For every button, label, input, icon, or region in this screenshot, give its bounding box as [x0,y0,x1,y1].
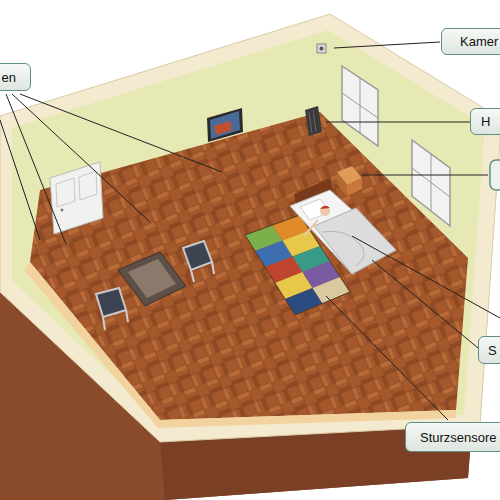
heater [313,110,316,132]
television [207,108,243,142]
leader-lines [352,236,500,318]
callout-box: Kamer [441,28,500,55]
callout-box: Sturzsensore [405,422,500,452]
callout-label: S [488,343,497,358]
window [412,140,450,226]
leader-lines [326,122,470,123]
table-and-chairs [118,252,186,306]
bed [314,208,396,274]
heater [305,106,322,136]
leader-lines [372,260,478,348]
floor [24,112,468,428]
leader-lines [0,42,500,420]
callout-label: H [481,114,490,129]
label-box [490,160,500,190]
leader-lines [20,94,222,172]
nightstand [337,166,362,196]
walls [0,14,500,442]
window [342,66,378,146]
camera [317,44,326,53]
door [61,209,64,212]
leader-lines [326,296,448,420]
door [79,171,97,200]
table-and-chairs [126,310,128,322]
window [412,168,450,197]
bed [300,199,330,220]
callout-box: H [470,108,500,135]
floor [24,262,456,428]
bed [320,206,330,216]
heater [309,112,312,133]
table-and-chairs [183,241,212,270]
walls [12,30,485,426]
table-and-chairs [96,288,126,317]
walls [0,14,500,442]
callout-box: S [478,336,500,364]
television [214,121,232,135]
table-and-chairs [103,317,105,330]
bed [304,220,318,236]
bed [320,206,330,209]
callout-box: en [0,63,31,91]
table-and-chairs [96,241,214,330]
leader-lines [0,120,40,240]
table-and-chairs [128,259,176,298]
leader-lines [6,94,66,244]
callout-label: Kamer [460,34,498,49]
callout-label: Sturzsensore [420,430,497,445]
callout-label: en [2,70,16,85]
table-and-chairs [191,270,194,282]
window [342,66,450,226]
floor [30,112,468,420]
leader-lines [334,42,440,48]
bed [322,231,364,266]
camera [317,44,326,53]
bed [290,178,396,274]
leader-lines [362,175,488,176]
television [207,108,243,142]
heater [305,106,322,136]
leader-lines [12,94,150,222]
nightstand [337,172,347,196]
camera [320,47,324,51]
table-and-chairs [212,262,214,274]
nightstand [347,178,362,196]
television [210,111,240,139]
bed [290,190,396,274]
window [342,93,378,118]
door [56,178,75,207]
table-and-chairs [118,252,186,306]
